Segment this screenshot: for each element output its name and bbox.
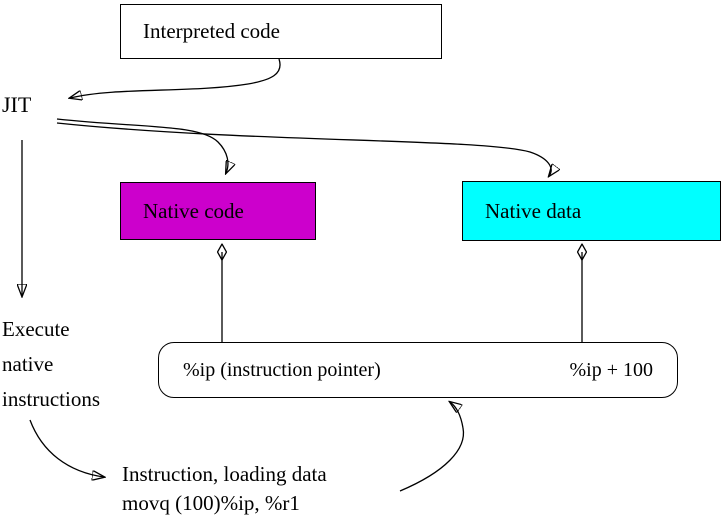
arrow-instruction-to-ip-box <box>399 402 465 492</box>
native-data-label: Native data <box>485 198 582 223</box>
arrow-jit-to-native-data <box>56 122 551 176</box>
instruction-loading-data-label: Instruction, loading data movq (100)%ip,… <box>122 462 327 515</box>
ip-right-label: %ip + 100 <box>569 358 654 381</box>
jit-label: JIT <box>2 92 32 117</box>
native-data-box: Native data <box>462 181 721 241</box>
ip-left-label: %ip (instruction pointer) <box>183 358 381 381</box>
execute-native-instructions-label: Execute native instructions <box>2 317 100 411</box>
arrow-execute-to-instruction <box>29 419 104 477</box>
native-code-box: Native code <box>120 182 316 240</box>
arrow-jit-to-native-code <box>56 118 228 173</box>
interpreted-code-label: Interpreted code <box>143 19 281 43</box>
interpreted-code-box: Interpreted code <box>120 4 442 59</box>
arrow-interpreted-to-jit <box>70 58 281 98</box>
instruction-pointer-box: %ip (instruction pointer) %ip + 100 <box>158 342 678 398</box>
native-code-label: Native code <box>143 198 244 223</box>
